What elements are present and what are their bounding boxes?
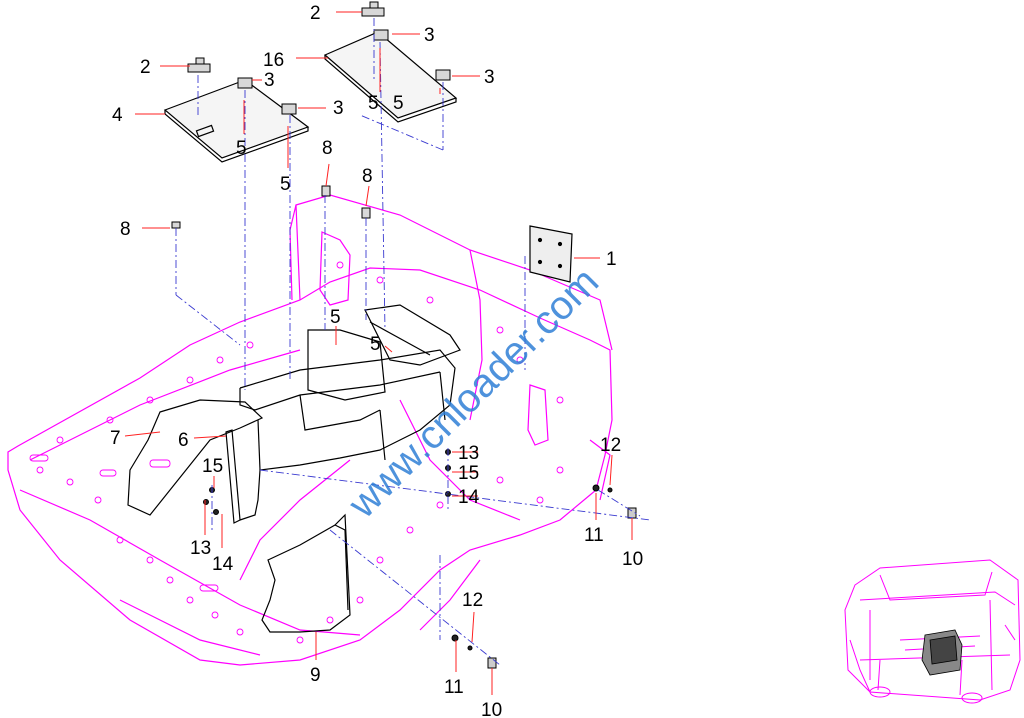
callout-3-b: 3 <box>264 70 275 91</box>
callout-13-a: 13 <box>458 443 479 464</box>
callout-5-b: 5 <box>393 93 404 114</box>
cab-floor-outline <box>7 194 613 666</box>
callout-3-d: 3 <box>333 98 344 119</box>
callout-8-c: 8 <box>120 219 131 240</box>
callout-4: 4 <box>112 105 123 126</box>
callout-7: 7 <box>110 428 121 449</box>
callout-10-a: 10 <box>622 549 643 570</box>
top-panel-4 <box>163 79 310 163</box>
callout-10-b: 10 <box>481 700 502 718</box>
callout-12-b: 12 <box>462 590 483 611</box>
callout-11-a: 11 <box>584 525 604 546</box>
fasteners <box>203 449 637 669</box>
support-bracket <box>225 429 241 524</box>
callout-1: 1 <box>606 249 617 270</box>
callout-5-a: 5 <box>368 93 379 114</box>
hinge-clips <box>171 1 451 229</box>
lower-panel <box>261 513 351 633</box>
callout-11-b: 11 <box>444 677 464 698</box>
callout-9: 9 <box>310 665 321 686</box>
callout-6: 6 <box>178 430 189 451</box>
floor-holes <box>29 261 564 644</box>
callout-3-a: 3 <box>424 25 435 46</box>
callout-2-top: 2 <box>310 3 321 24</box>
callout-2-left: 2 <box>140 57 151 78</box>
callout-16: 16 <box>263 50 284 71</box>
callout-15-b: 15 <box>458 463 479 484</box>
callout-5-d: 5 <box>280 174 291 195</box>
leader-lines <box>124 11 633 695</box>
callout-5-f: 5 <box>370 334 381 355</box>
center-console <box>239 304 461 521</box>
callout-15-a: 15 <box>202 456 223 477</box>
side-trim-panel <box>127 399 264 516</box>
callout-labels: 2 3 16 2 3 3 5 5 3 4 5 8 5 8 8 1 5 5 7 6… <box>110 3 643 718</box>
callout-14-a: 14 <box>458 487 480 508</box>
callout-5-c: 5 <box>236 138 247 159</box>
callout-3-c: 3 <box>484 67 495 88</box>
callout-13-b: 13 <box>190 538 211 559</box>
callout-5-e: 5 <box>330 307 341 328</box>
callout-12-a: 12 <box>600 435 621 456</box>
cab-thumbnail <box>844 559 1021 704</box>
callout-8-b: 8 <box>362 166 373 187</box>
callout-8-a: 8 <box>322 138 333 159</box>
assembly-centerlines <box>175 18 651 666</box>
cab-thumbnail-console <box>921 629 963 676</box>
callout-14-b: 14 <box>212 554 234 575</box>
mounting-plate <box>529 225 573 283</box>
